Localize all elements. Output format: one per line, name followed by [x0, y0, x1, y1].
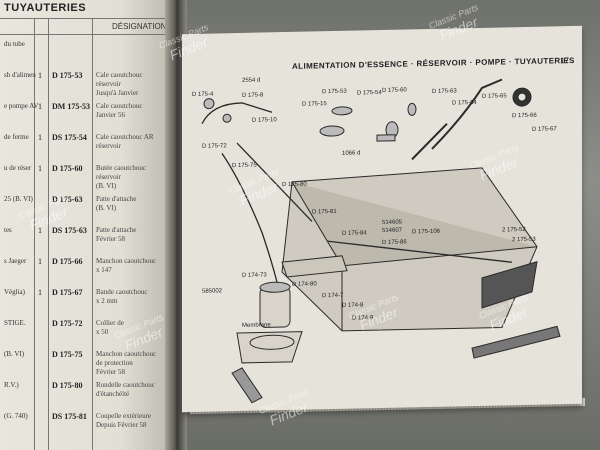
row-description: de ferme — [4, 133, 29, 141]
book-gutter — [165, 0, 187, 450]
row-quantity: 1 — [38, 257, 42, 266]
part-label: D 174-8 — [342, 302, 364, 309]
part-label: D 175-86 — [382, 239, 407, 246]
part-label: 1066 d — [342, 150, 361, 157]
row-reference: D 175-67 — [52, 288, 83, 297]
part-label: D 175-63 — [432, 88, 457, 95]
row-quantity: 1 — [38, 102, 42, 111]
exploded-parts-diagram — [201, 78, 561, 404]
part-label: 2 175-53 — [512, 236, 536, 244]
row-quantity: 1 — [38, 288, 42, 297]
part-label: D 175-106 — [412, 228, 441, 236]
row-description: sh d'alimen — [4, 71, 36, 79]
row-designation: Cale caoutchouc Janvier 56 — [96, 102, 143, 119]
row-designation: Cale caoutchouc réservoir Jusqu'à Janvie… — [96, 71, 143, 97]
part-label: D 175-8 — [242, 92, 264, 99]
part-label: D 174-73 — [242, 272, 267, 279]
row-reference: D 175-72 — [52, 319, 83, 328]
part-label: D 175-15 — [302, 101, 327, 108]
part-label: D 175-10 — [252, 117, 277, 124]
row-reference: D 175-66 — [52, 257, 83, 266]
part-label: D 174-9 — [352, 315, 374, 322]
fuel-lines — [201, 102, 513, 283]
part-label: D 175-72 — [202, 143, 227, 150]
part-label: D 175-81 — [312, 208, 337, 216]
part-label: D 175-60 — [382, 87, 407, 94]
row-description: STIGE. — [4, 319, 26, 327]
part-label: D 175-65 — [482, 93, 507, 100]
row-reference: DS 175-63 — [52, 226, 87, 235]
part-label: D 175-4 — [192, 91, 214, 98]
right-page: ALIMENTATION D'ESSENCE · RÉSERVOIR · POM… — [182, 25, 582, 413]
row-description: (G. 740) — [4, 412, 28, 420]
fuel-pump — [236, 281, 303, 364]
row-designation: Butée caoutchouc réservoir (B. VI) — [96, 164, 146, 190]
part-label: 514607 — [382, 227, 403, 234]
row-description: du tube — [4, 40, 25, 48]
row-designation: Collier de x 50 — [96, 319, 124, 336]
row-quantity: 1 — [38, 71, 42, 80]
row-description: s Jaeger — [4, 257, 27, 265]
part-label: D 175-80 — [282, 181, 307, 189]
part-label: D 175-75 — [232, 162, 257, 170]
column-rule — [34, 18, 35, 450]
row-description: e pompe AV — [4, 102, 39, 110]
part-label: Membrane — [242, 322, 271, 329]
row-designation: Manchon caoutchouc de protection Février… — [96, 350, 157, 376]
row-designation: Cale caoutchouc AR réservoir — [96, 133, 154, 150]
part-label: D 175-54 — [357, 90, 382, 97]
small-parts — [203, 87, 532, 142]
part-label: D 175-84 — [342, 230, 367, 237]
row-quantity: 1 — [38, 133, 42, 142]
column-rule — [92, 18, 93, 450]
row-designation: Coupelle extérieure Depuis Février 58 — [96, 412, 152, 429]
part-label: D 174-7 — [322, 292, 344, 300]
row-description: R.V.) — [4, 381, 19, 389]
header-rule-bottom — [0, 34, 172, 35]
row-quantity: 1 — [38, 226, 42, 235]
row-reference: DS 175-54 — [52, 133, 87, 142]
fuel-tank — [281, 167, 538, 332]
row-description: Véglia) — [4, 288, 25, 296]
left-page: TUYAUTERIES DÉSIGNATION du tube sh d'alim… — [0, 0, 172, 450]
row-reference: DM 175-53 — [52, 102, 90, 111]
row-designation: Rondelle caoutchouc d'étanchéité — [96, 381, 155, 398]
part-label: 514605 — [382, 219, 403, 226]
row-reference: D 175-75 — [52, 350, 83, 359]
column-rule — [48, 18, 49, 450]
part-label: 585002 — [202, 288, 223, 295]
row-reference: D 175-60 — [52, 164, 83, 173]
filler-tube — [411, 78, 503, 161]
left-page-header: TUYAUTERIES — [4, 2, 87, 14]
row-description: u de réser — [4, 164, 32, 172]
row-designation: Patte d'attache Février 58 — [96, 226, 137, 243]
row-designation: Manchon caoutchouc x 147 — [96, 257, 157, 274]
row-designation: Patte d'attache (B. VI) — [96, 195, 137, 212]
row-quantity: 1 — [38, 164, 42, 173]
row-reference: DS 175-81 — [52, 412, 87, 421]
row-reference: D 175-80 — [52, 381, 83, 390]
header-rule — [0, 18, 172, 19]
part-label: D 174-80 — [292, 281, 317, 288]
row-reference: D 175-63 — [52, 195, 83, 204]
row-reference: D 175-53 — [52, 71, 83, 80]
part-label: 2554 d — [242, 77, 261, 84]
part-label: D 175-66 — [512, 112, 537, 120]
part-label: D 175-53 — [322, 88, 347, 96]
row-designation: Bande caoutchouc x 2 mm — [96, 288, 148, 305]
part-label: D 175-67 — [532, 126, 557, 133]
row-description: tes — [4, 226, 12, 234]
row-description: 25 (B. VI) — [4, 195, 33, 203]
tank-strap — [231, 255, 561, 404]
part-label: D 175-64 — [452, 100, 477, 107]
row-description: (B. VI) — [4, 350, 25, 358]
part-label: 2 175-52 — [502, 226, 526, 234]
column-header-designation: DÉSIGNATION — [112, 22, 167, 31]
